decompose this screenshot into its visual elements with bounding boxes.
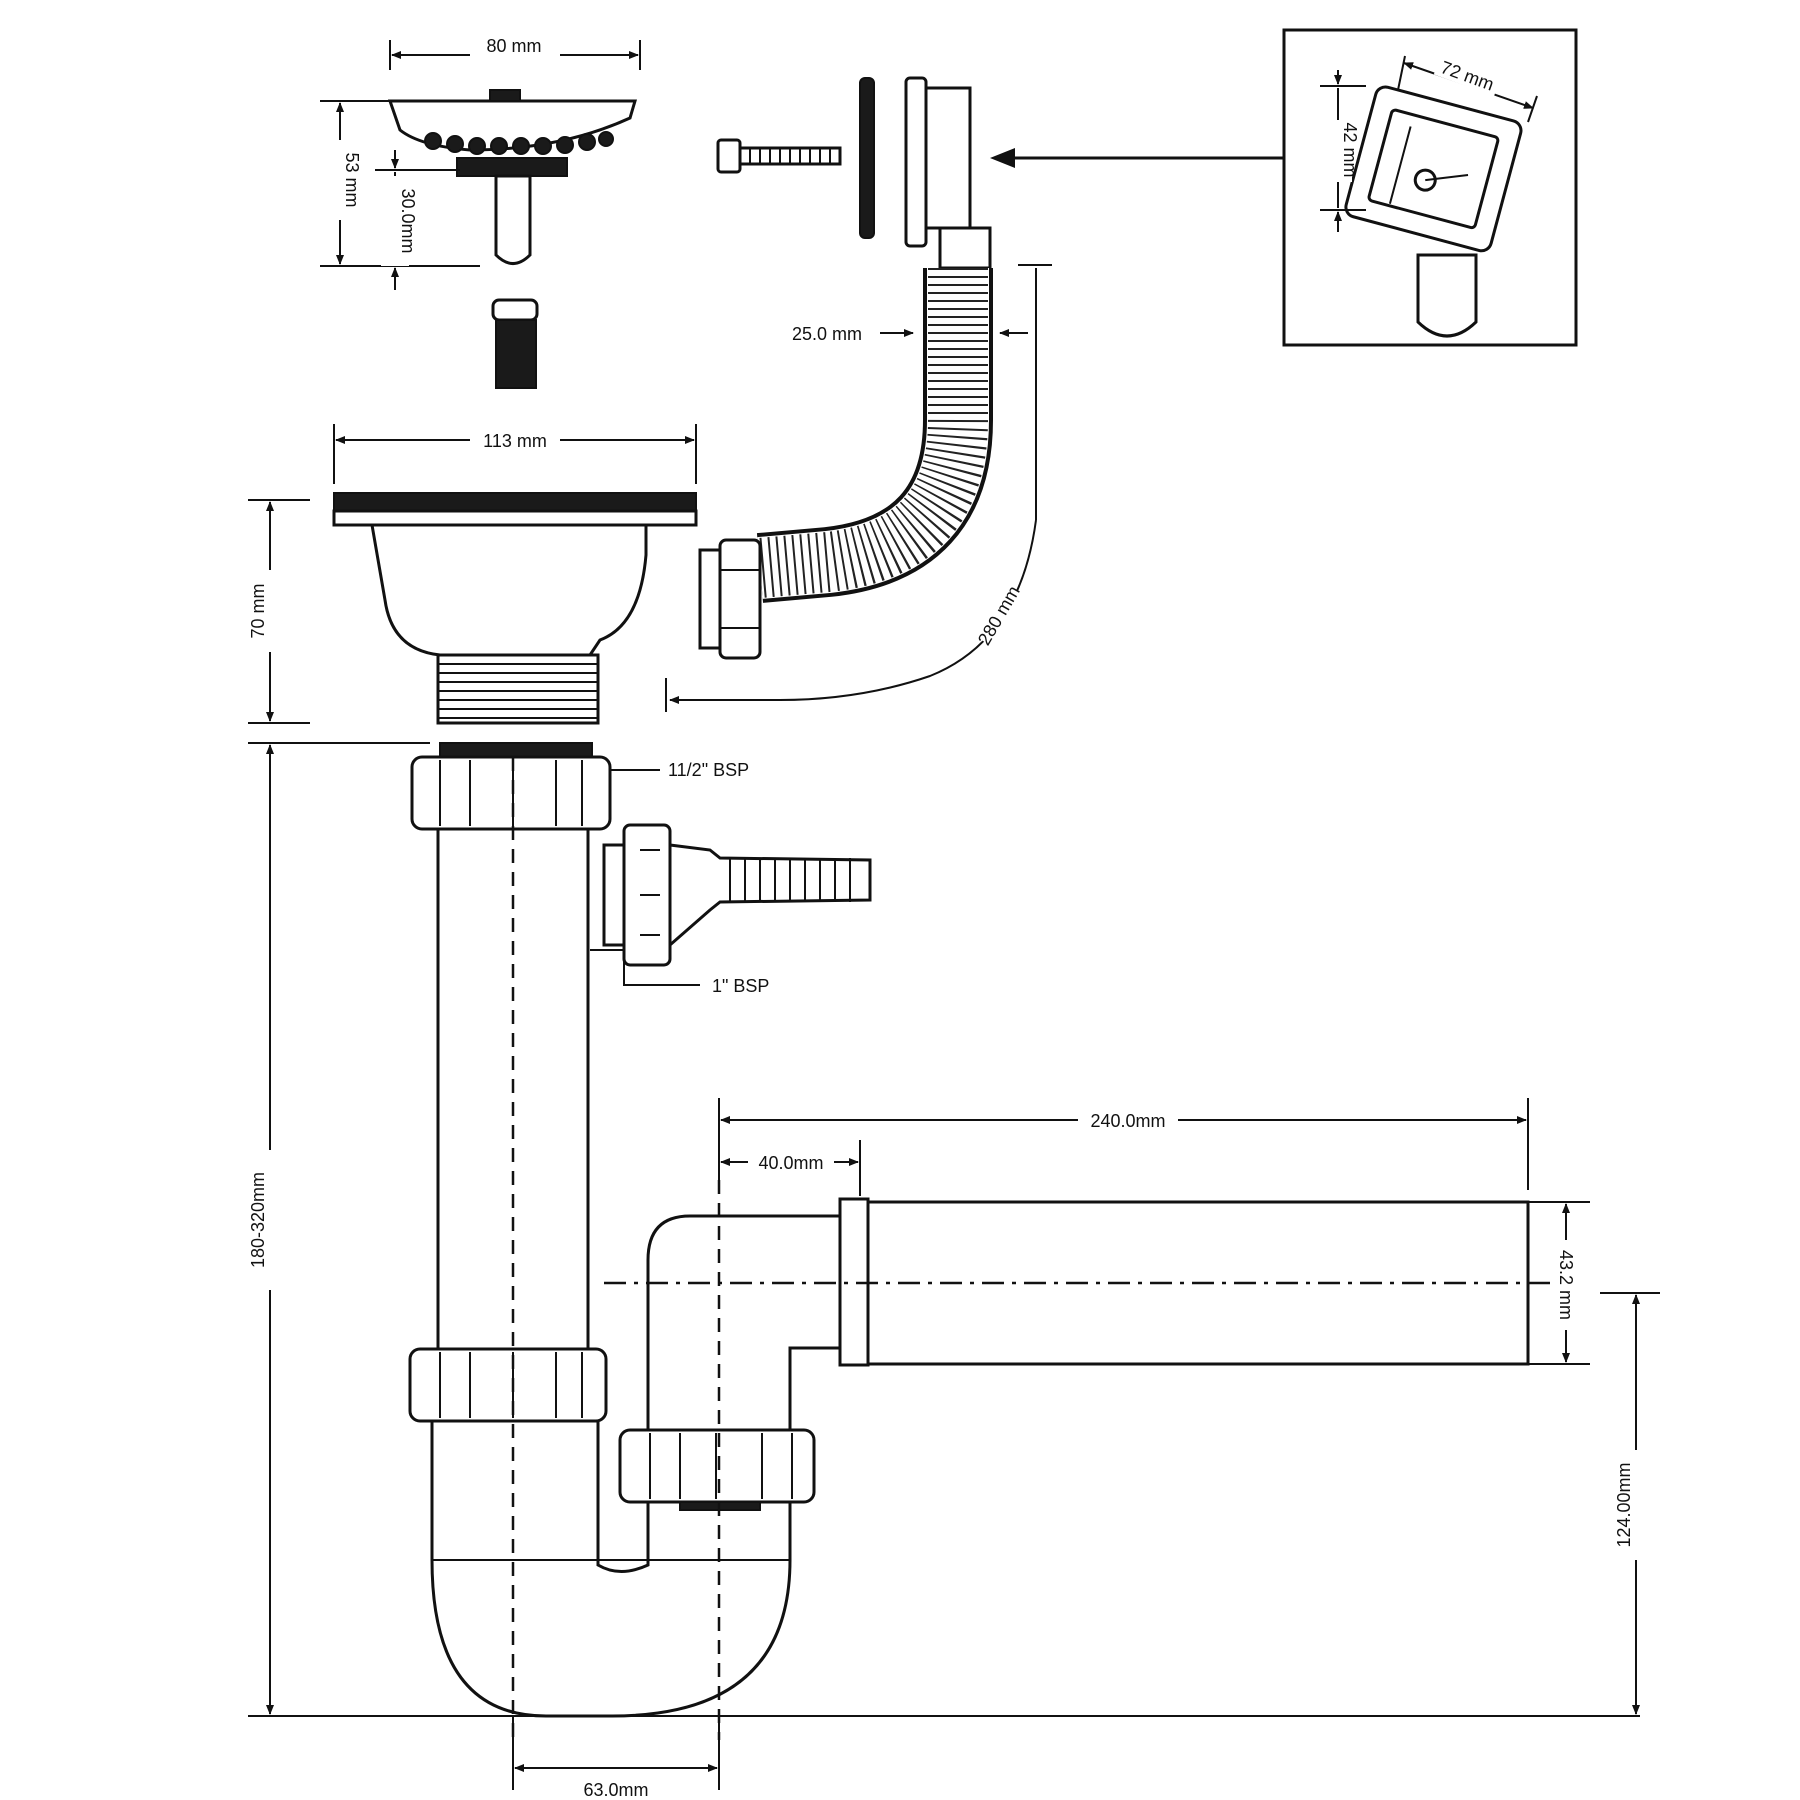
dim-outlet-diameter: 43.2 mm (1528, 1201, 1590, 1365)
label-strainer-height: 53 mm (342, 152, 362, 207)
label-overflow-height: 42 mm (1340, 122, 1360, 177)
dim-total-height: 180-320mm (248, 742, 1640, 1717)
thread-labels: 11/2" BSP 1" BSP (610, 760, 769, 996)
middle-union-nut (408, 1347, 608, 1423)
dim-strainer-stem: 30.0mm (375, 150, 460, 290)
label-trap-width: 63.0mm (583, 1780, 648, 1800)
center-lines (511, 757, 1560, 1740)
dim-basket-width: 113 mm (333, 424, 697, 484)
label-thread-top: 11/2" BSP (668, 760, 749, 780)
label-basket-height: 70 mm (248, 583, 268, 638)
label-hose-diameter: 25.0 mm (792, 324, 862, 344)
dim-hose-length: 280 mm (665, 264, 1052, 712)
top-washer (439, 742, 593, 758)
label-basket-width: 113 mm (483, 431, 547, 451)
overflow-flex-hose (756, 268, 993, 603)
label-outlet-diameter: 43.2 mm (1556, 1250, 1576, 1320)
label-total-height: 180-320mm (248, 1172, 268, 1268)
label-strainer-stem: 30.0mm (398, 188, 418, 253)
strainer-basket (387, 89, 638, 389)
label-thread-side: 1" BSP (712, 976, 769, 996)
side-inlet-fitting (590, 823, 872, 986)
overflow-bolt (716, 138, 842, 174)
label-outlet-offset: 40.0mm (758, 1153, 823, 1173)
label-outlet-height: 124.00mm (1614, 1462, 1634, 1547)
dim-outlet-length: 240.0mm (718, 1098, 1529, 1190)
dim-basket-height: 70 mm (248, 499, 310, 724)
dim-trap-width: 63.0mm (512, 1716, 720, 1800)
dim-outlet-height: 124.00mm (1600, 1292, 1660, 1715)
outlet-union-nut (618, 1428, 816, 1511)
label-strainer-width: 80 mm (486, 36, 541, 56)
strainer-holes (424, 131, 614, 155)
sink-basket-body (332, 492, 698, 725)
dim-strainer-width: 80 mm (389, 34, 641, 70)
outlet-elbow (646, 1214, 842, 1432)
overflow-inset: 72 mm 42 mm (1282, 28, 1578, 347)
overflow-plate (904, 76, 992, 270)
overflow-gasket (859, 77, 875, 239)
hose-union-nut (698, 538, 762, 660)
top-union-nut (410, 755, 612, 831)
dim-hose-diameter: 25.0 mm (780, 322, 1028, 344)
dim-strainer-height: 53 mm (320, 100, 480, 267)
dim-outlet-offset: 40.0mm (720, 1140, 861, 1196)
overflow-pointer-arrow (990, 148, 1284, 168)
label-outlet-length: 240.0mm (1090, 1111, 1165, 1131)
